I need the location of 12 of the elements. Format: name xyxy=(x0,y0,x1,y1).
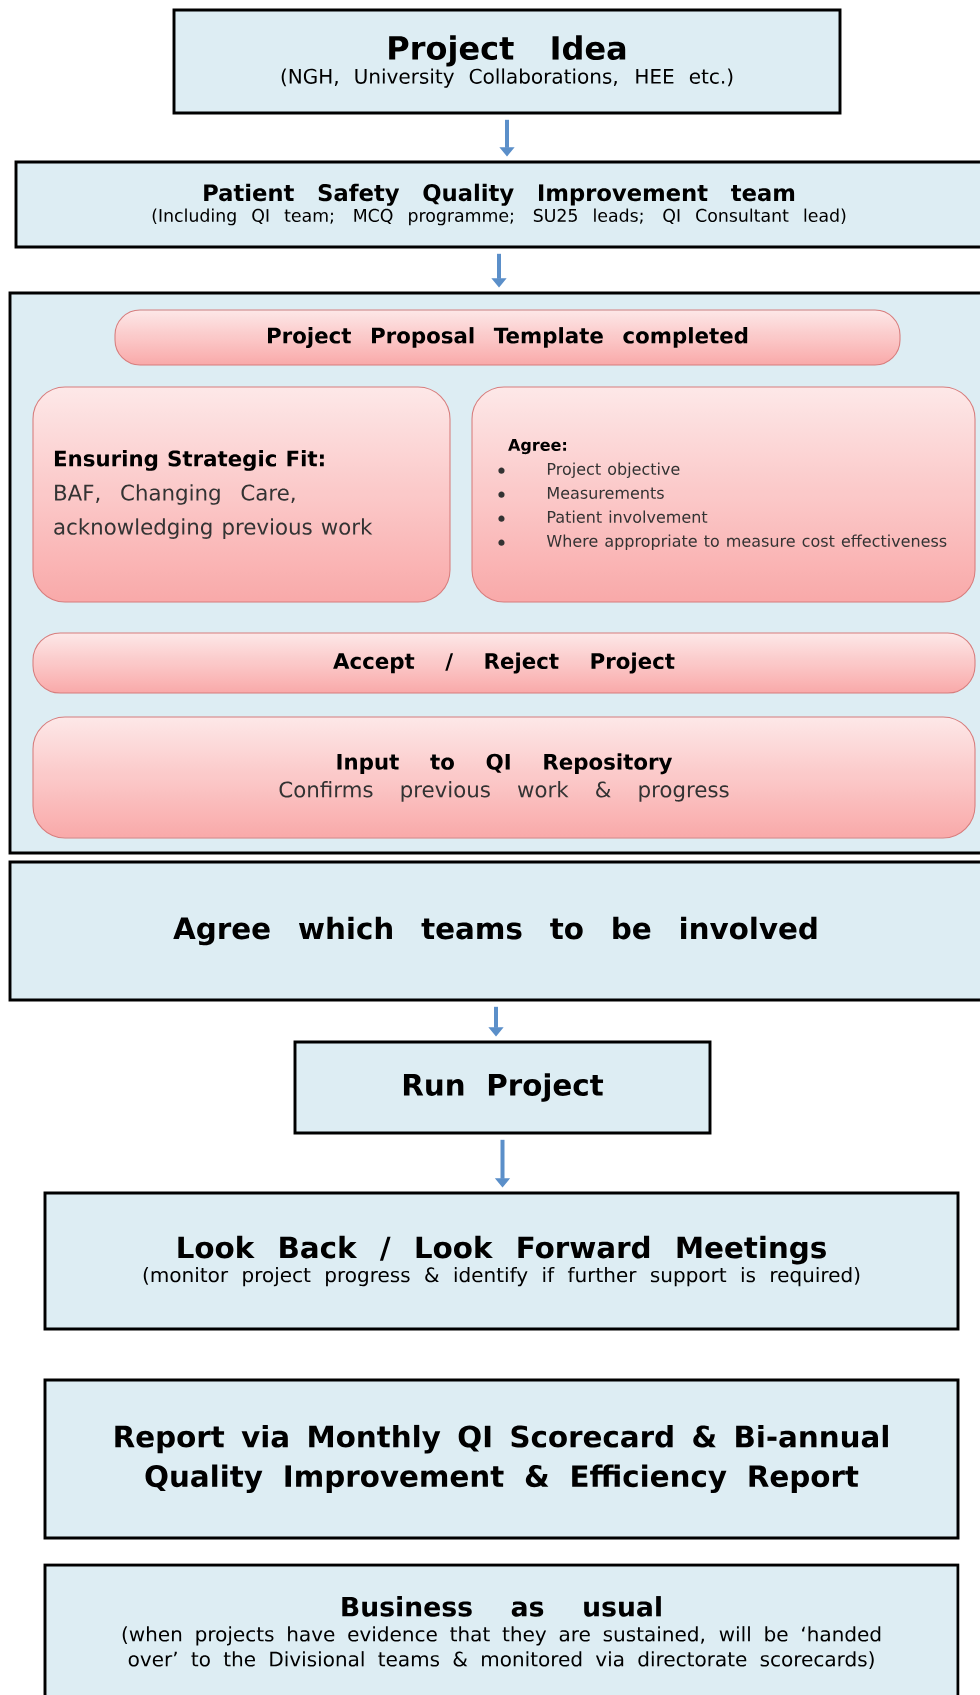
step-box: Project Proposal Template completed xyxy=(114,309,901,366)
process-box: Run Project xyxy=(293,1040,712,1135)
process-box: Patient Safety Quality Improvement team (Including QI team; MCQ programme; SU25 leads; QI Consultant lead) xyxy=(14,160,980,249)
process-box: Business as usual (when projects have evidence that they are sustained, will be ‘handed over’ to the Divisional teams & monitored via directorate scorecards) xyxy=(43,1563,960,1695)
step-box: Accept / Reject Project xyxy=(32,632,976,694)
step-box: Ensuring Strategic Fit: BAF, Changing Care, acknowledging previous work xyxy=(32,386,451,603)
process-box: Project Idea (NGH, University Collaborations, HEE etc.) xyxy=(172,8,842,115)
process-box: Agree which teams to be involved xyxy=(8,860,980,1002)
step-box: Input to QI Repository Confirms previous work & progress xyxy=(32,716,976,839)
process-box: Report via Monthly QI Scorecard & Bi-annual Quality Improvement & Efficiency Report xyxy=(43,1378,960,1540)
process-box: Look Back / Look Forward Meetings (monitor project progress & identify if further support is required) xyxy=(43,1191,960,1331)
step-box: Agree: Project objective Measurements Patient involvement Where appropriate to measure cost effectiveness xyxy=(471,386,976,603)
